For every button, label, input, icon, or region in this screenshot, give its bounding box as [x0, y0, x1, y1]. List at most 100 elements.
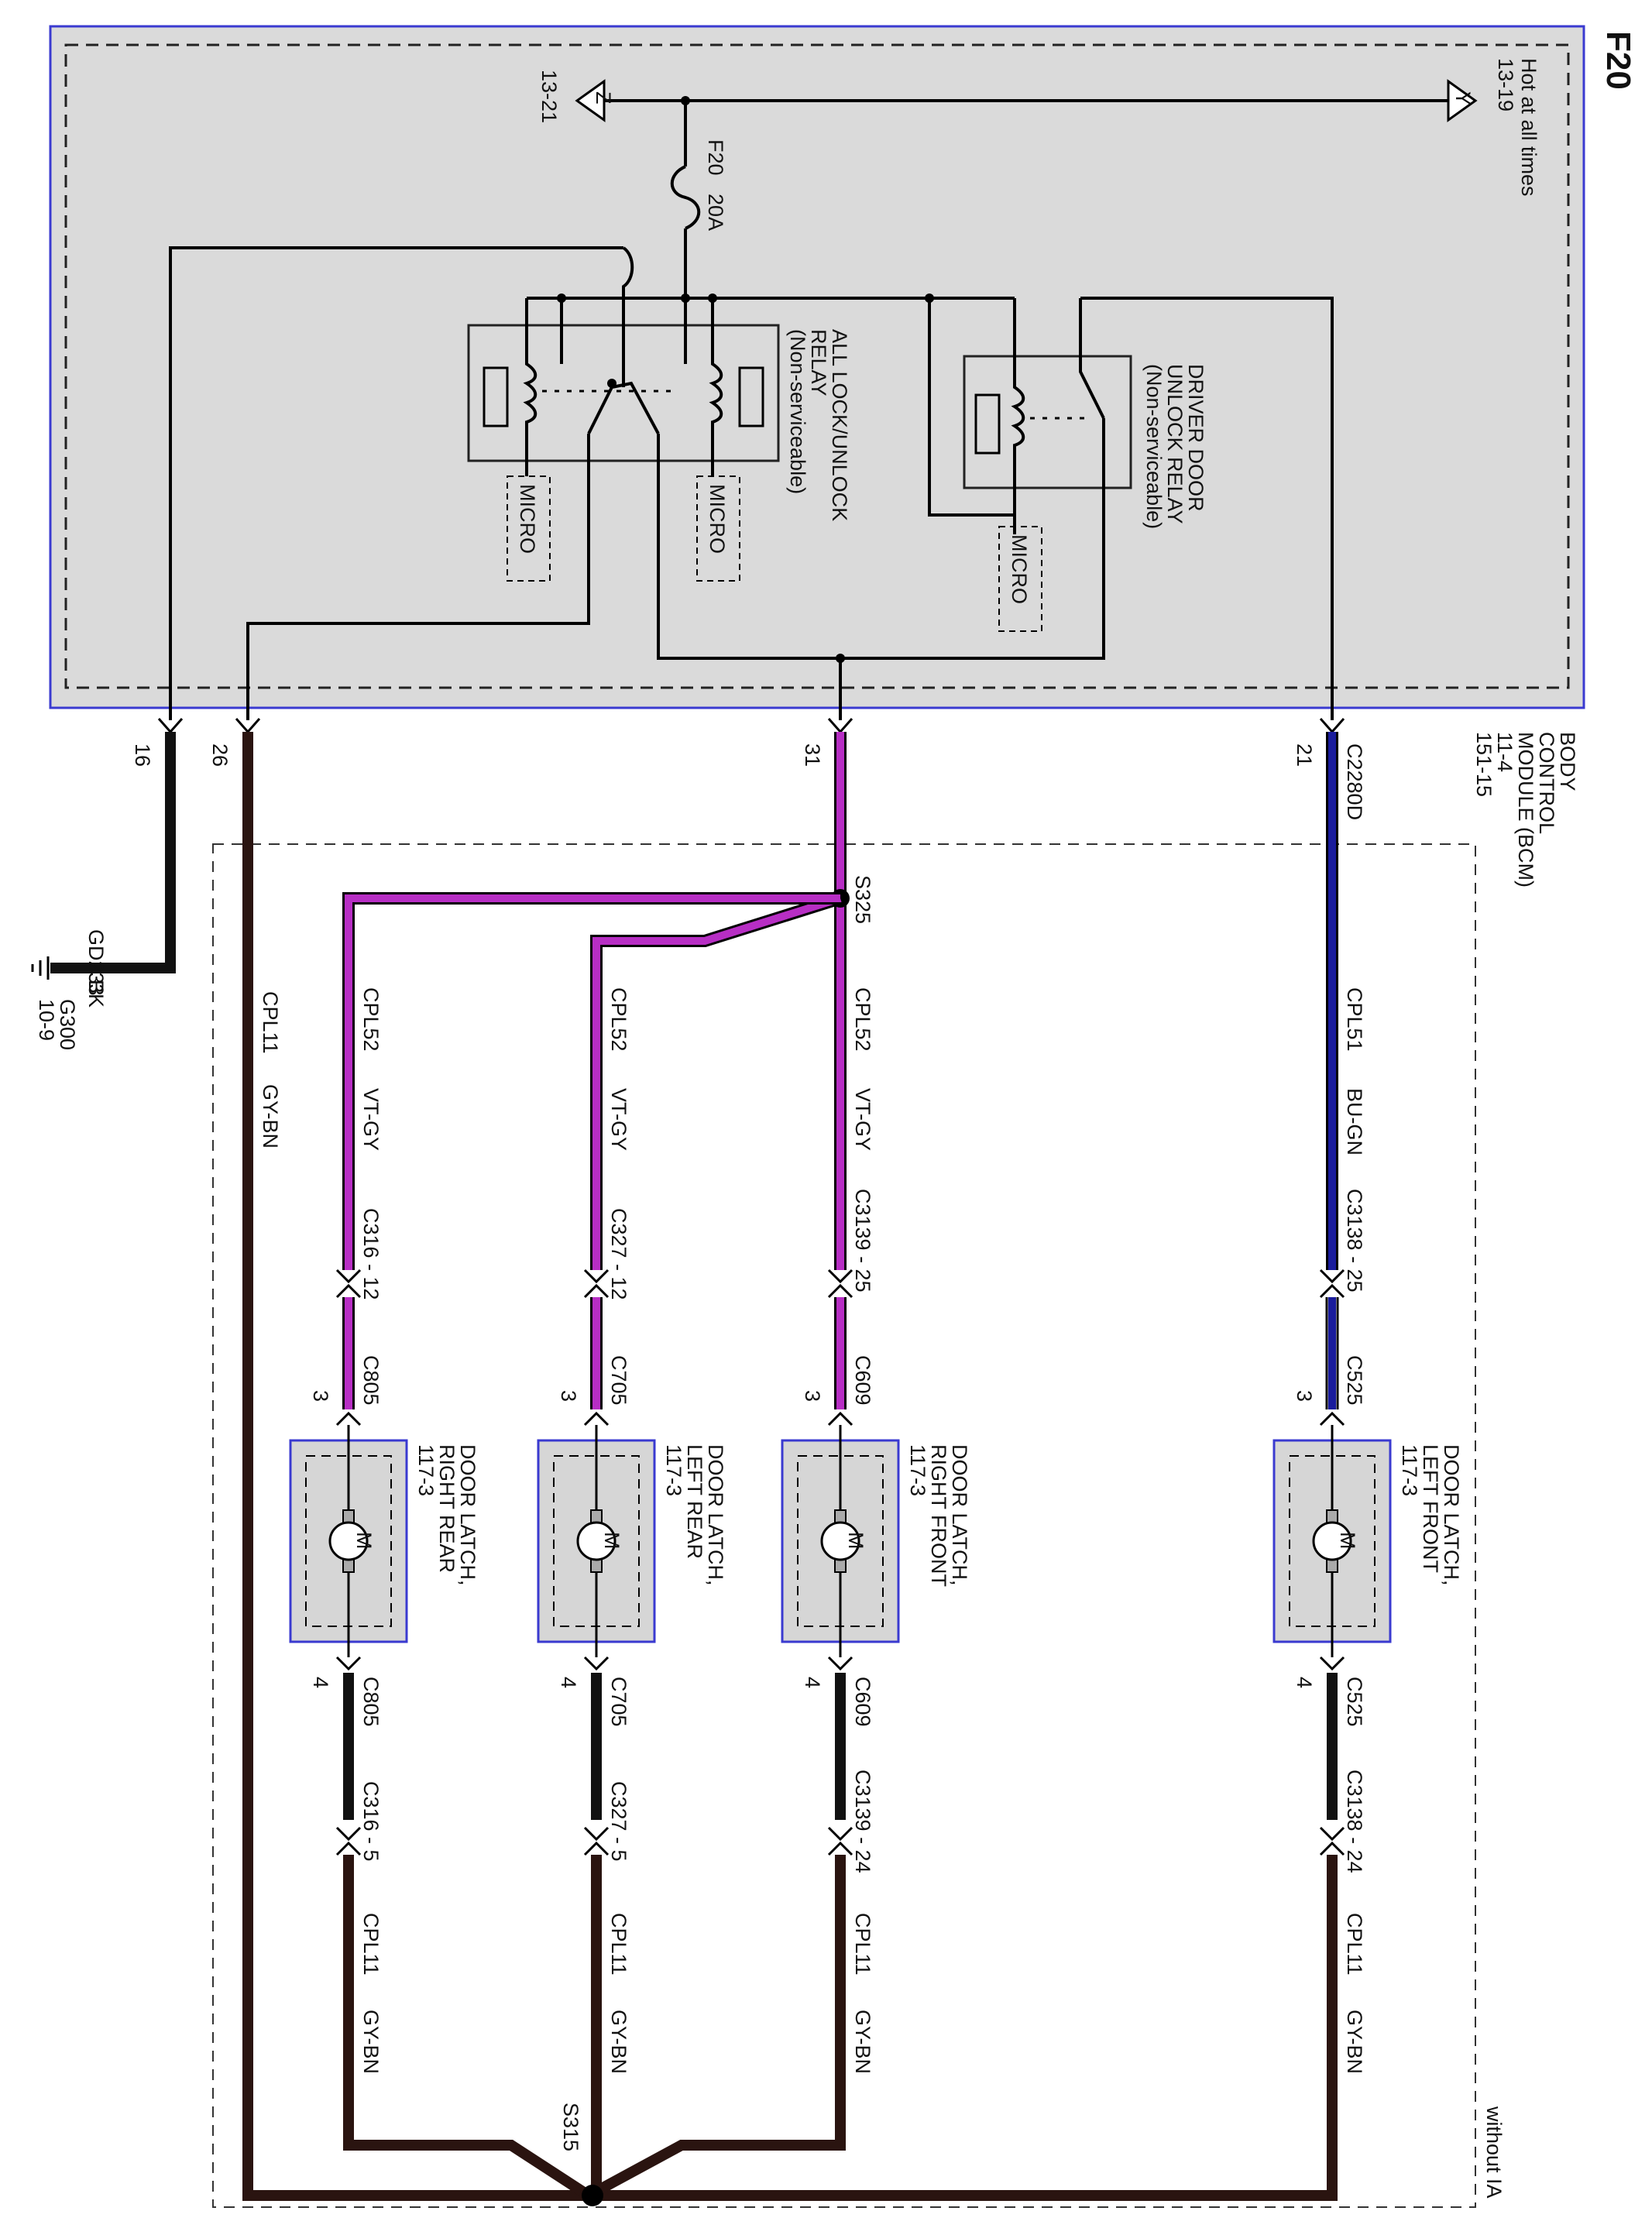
micro-right-label: MICRO	[706, 484, 729, 554]
lf-motor-letter: M	[1336, 1532, 1359, 1550]
micro-driver-label: MICRO	[1008, 534, 1031, 604]
bcm-ref1: 11-4	[1493, 732, 1516, 772]
pin-21-label: 21	[1293, 743, 1316, 767]
micro-box-right	[696, 475, 740, 582]
cpl52-rf-color: VT-GY	[851, 1088, 874, 1151]
hot-feed-ref: 13-19	[1494, 58, 1517, 112]
pin-31-label: 31	[801, 743, 824, 767]
all-lock-relay-line2: RELAY	[807, 329, 830, 397]
driver-relay-feed	[928, 298, 1015, 517]
pin-16-label: 16	[131, 743, 154, 767]
c3138-25-label: C3138 - 25	[1343, 1189, 1366, 1293]
lr-latch-line2: LEFT REAR	[683, 1444, 706, 1559]
ground-color-label: BK	[84, 980, 108, 1008]
all-lock-coil-left	[523, 298, 538, 476]
wire-cpl11-pin26	[242, 732, 589, 2201]
motor-icon	[1312, 1521, 1352, 1561]
wire-cpl52-branch-rr	[342, 892, 840, 1409]
bcm-connector-label: C2280D	[1343, 743, 1366, 820]
wire-to-pin26	[246, 434, 590, 720]
fuse-symbol	[670, 165, 701, 230]
wire-cpl52-branch-lr	[590, 892, 843, 1409]
pin-arrows	[157, 718, 1345, 734]
cpl11-trunk-color: GY-BN	[259, 1084, 282, 1148]
inline-connector-arrows-lower	[335, 1826, 1345, 1856]
rr-return-color: GY-BN	[359, 2010, 383, 2074]
splice-s325-label: S325	[851, 875, 874, 924]
wire-to-pin31	[657, 434, 842, 720]
cpl11-trunk-circuit: CPL11	[259, 991, 282, 1054]
rf-return-color: GY-BN	[851, 2010, 874, 2074]
rr-top-connector: C805	[359, 1355, 383, 1406]
lr-latch-ref: 117-3	[662, 1444, 685, 1496]
lf-return-circuit: CPL11	[1343, 1913, 1366, 1976]
all-lock-coil-right	[709, 298, 723, 476]
rf-pin4: 4	[801, 1677, 824, 1688]
door-latch-right-front	[781, 1425, 900, 1657]
motor-icon	[576, 1521, 616, 1561]
driver-relay-box	[963, 355, 1132, 489]
micro-box-left	[507, 475, 551, 582]
wire-cpl51-c525-outer	[1325, 1297, 1339, 1409]
driver-relay-line1: DRIVER DOOR	[1184, 364, 1207, 512]
ground-circuit-label: GD233	[84, 929, 108, 996]
feed-arrow-z	[575, 79, 606, 122]
c3139-25-label: C3139 - 25	[851, 1189, 874, 1293]
rf-pin3: 3	[801, 1390, 824, 1402]
inline-connector-arrows-upper	[335, 1269, 1345, 1299]
ground-wire-gd233	[50, 732, 176, 973]
lf-pin4: 4	[1293, 1677, 1316, 1688]
driver-relay-line3: (Non-serviceable)	[1142, 364, 1166, 529]
lr-return-circuit: CPL11	[607, 1913, 630, 1976]
cpl51-color: BU-GN	[1343, 1088, 1366, 1155]
rf-latch-line2: RIGHT FRONT	[927, 1444, 950, 1587]
all-lock-resistor-left	[483, 366, 509, 427]
feed-z-ref: 13-21	[538, 70, 561, 123]
bcm-label-line2: CONTROL	[1535, 732, 1558, 834]
rf-return-circuit: CPL11	[851, 1913, 874, 1976]
splice-s315-dot	[582, 2185, 603, 2206]
driver-relay-line2: UNLOCK RELAY	[1163, 364, 1187, 524]
rr-motor-letter: M	[352, 1532, 376, 1550]
all-lock-pivot	[607, 379, 616, 388]
lr-motor-letter: M	[600, 1532, 623, 1550]
rr-latch-line1: DOOR LATCH,	[456, 1444, 479, 1586]
pin31-junction-dot	[836, 654, 845, 663]
splice-s315-label: S315	[559, 2103, 582, 2151]
hot-feed-arrow-y	[1447, 79, 1478, 122]
feed-z-letter: Z	[592, 91, 615, 105]
lr-return-color: GY-BN	[607, 2010, 630, 2074]
cpl52-lr-color: VT-GY	[607, 1088, 630, 1151]
option-dashed-region	[212, 843, 1476, 2208]
rf-top-connector: C609	[851, 1355, 874, 1406]
cpl52-rr-color: VT-GY	[359, 1088, 383, 1151]
lf-top-connector: C525	[1343, 1355, 1366, 1406]
c327-5-label: C327 - 5	[607, 1781, 630, 1862]
driver-relay-coil	[1011, 298, 1025, 534]
c327-12-label: C327 - 12	[607, 1208, 630, 1300]
driver-relay-resistor	[974, 393, 1001, 455]
micro-box-driver	[998, 526, 1042, 632]
latch-bottom-arrows	[335, 1656, 1345, 1671]
bcm-label-line3: MODULE (BCM)	[1514, 732, 1537, 887]
bcm-module-box	[49, 25, 1585, 709]
door-latch-right-rear	[289, 1425, 408, 1657]
rf-latch-ref: 117-3	[906, 1444, 929, 1496]
fuse-rating: 20A	[704, 194, 727, 231]
bcm-label-line1: BODY	[1556, 732, 1579, 791]
bcm-dashed-inner	[64, 43, 1570, 689]
rf-bottom-connector: C609	[851, 1677, 874, 1727]
motor-icon	[328, 1521, 369, 1561]
labels: F20 Hot at all times 13-19 Y Z 13-21 F20…	[35, 31, 1637, 2199]
lr-pin4: 4	[557, 1677, 580, 1688]
pin-26-label: 26	[208, 743, 232, 767]
rr-pin3: 3	[309, 1390, 332, 1402]
lr-latch-line1: DOOR LATCH,	[704, 1444, 727, 1586]
door-latch-left-rear	[537, 1425, 656, 1657]
lf-bottom-connector: C525	[1343, 1677, 1366, 1727]
lf-pin3: 3	[1293, 1390, 1316, 1402]
ground-name-label: G300	[56, 999, 79, 1050]
lr-bottom-connector: C705	[607, 1677, 630, 1727]
c316-5-label: C316 - 5	[359, 1781, 383, 1862]
